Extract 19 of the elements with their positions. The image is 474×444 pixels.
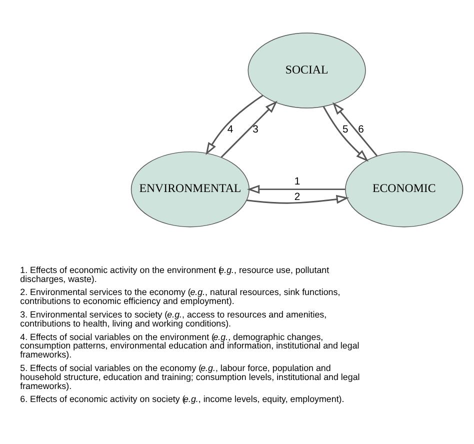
label: 2. Environmental services to the economy (e.g., natural resources, sink functions, contributions to economic efficiency and employment). bbox=[20, 287, 340, 306]
node-ellipse: SOCIAL bbox=[248, 32, 366, 108]
edge-label: 5 bbox=[342, 124, 348, 136]
edge-label: 4 bbox=[227, 124, 234, 136]
arrow bbox=[246, 184, 346, 194]
label: 5. Effects of social variables on the economy (e.g., labour force, population and household structure, education and training; consumption levels, institutional and legal frameworks). bbox=[20, 362, 360, 391]
edge-label: 6 bbox=[358, 124, 364, 136]
node-ellipse: ENVIRONMENTAL bbox=[130, 151, 250, 228]
node-ellipse: ECONOMIC bbox=[345, 151, 464, 228]
label: 4. Effects of social variables on the environment (e.g., demographic changes, consumption patterns, environmental education and information, institutional and legal frameworks). bbox=[20, 332, 360, 360]
edge-label: 3 bbox=[252, 124, 258, 136]
arrow bbox=[332, 102, 378, 156]
label: 3. Environmental services to society (e.g., access to resources and amenities, contributions to health, living and working conditions). bbox=[20, 310, 327, 328]
arrow bbox=[246, 194, 350, 204]
arrow bbox=[206, 94, 264, 156]
arrow bbox=[220, 100, 278, 158]
edge-label: 2 bbox=[294, 192, 300, 203]
arrow bbox=[322, 106, 369, 162]
edge-label: 1 bbox=[294, 176, 300, 188]
